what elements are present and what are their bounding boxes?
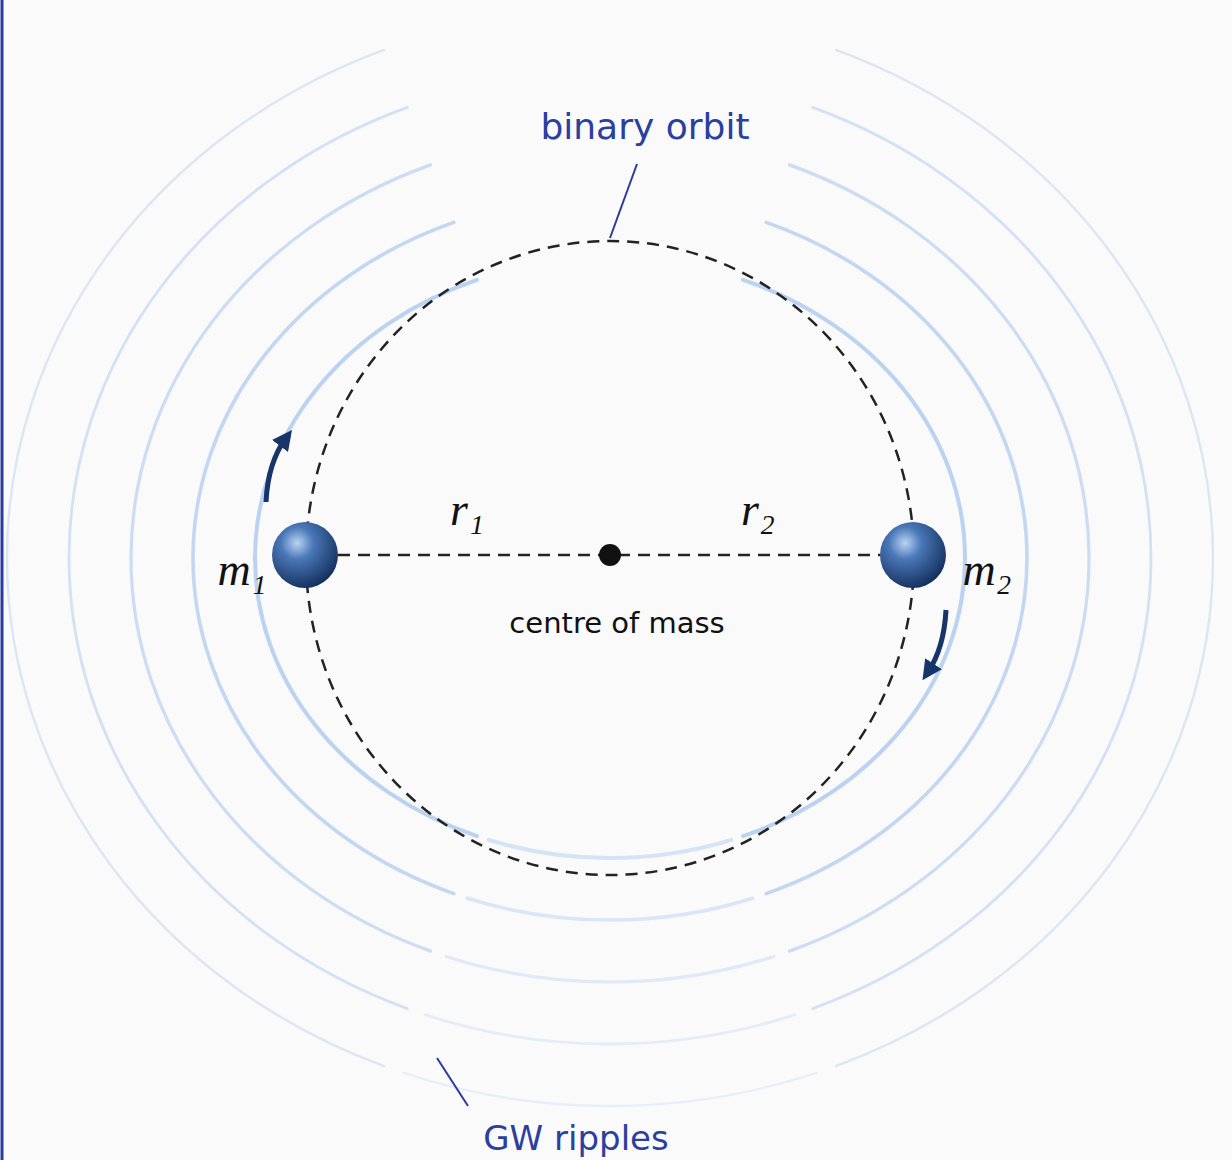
ripple-arc	[743, 280, 965, 836]
mass-sphere	[880, 522, 946, 588]
binary-orbit	[306, 241, 914, 875]
ripple-arc	[131, 165, 431, 951]
callout-label: binary orbit	[540, 109, 749, 145]
ripple-arc	[489, 840, 732, 858]
point-label: centre of mass	[509, 609, 724, 638]
ripple-arc	[766, 222, 1027, 893]
centre-dot	[599, 544, 621, 566]
edge-bar	[1, 0, 4, 1160]
radius-label: r₁	[450, 487, 484, 533]
ripple-arc	[789, 165, 1089, 951]
leader-line	[437, 1058, 468, 1106]
ripple-arc	[467, 898, 752, 920]
mass-label: m₂	[962, 547, 1011, 593]
mass-sphere	[272, 522, 338, 588]
callout-label: GW ripples	[483, 1121, 668, 1155]
ripple-arc	[255, 280, 477, 836]
ripple-arc	[7, 50, 384, 1066]
mass-label: m₁	[217, 547, 266, 593]
motion-arrow	[928, 610, 946, 672]
leader-line	[610, 164, 637, 238]
gw-ripples	[7, 50, 1213, 1106]
motion-arrow	[266, 438, 286, 502]
ripple-arc	[69, 107, 407, 1008]
ripple-arc	[446, 956, 774, 982]
ripple-arc	[425, 1015, 795, 1044]
radius-label: r₂	[741, 487, 775, 533]
ripple-arc	[813, 107, 1151, 1008]
ripple-arc	[193, 222, 454, 893]
ripple-arc	[836, 50, 1213, 1066]
